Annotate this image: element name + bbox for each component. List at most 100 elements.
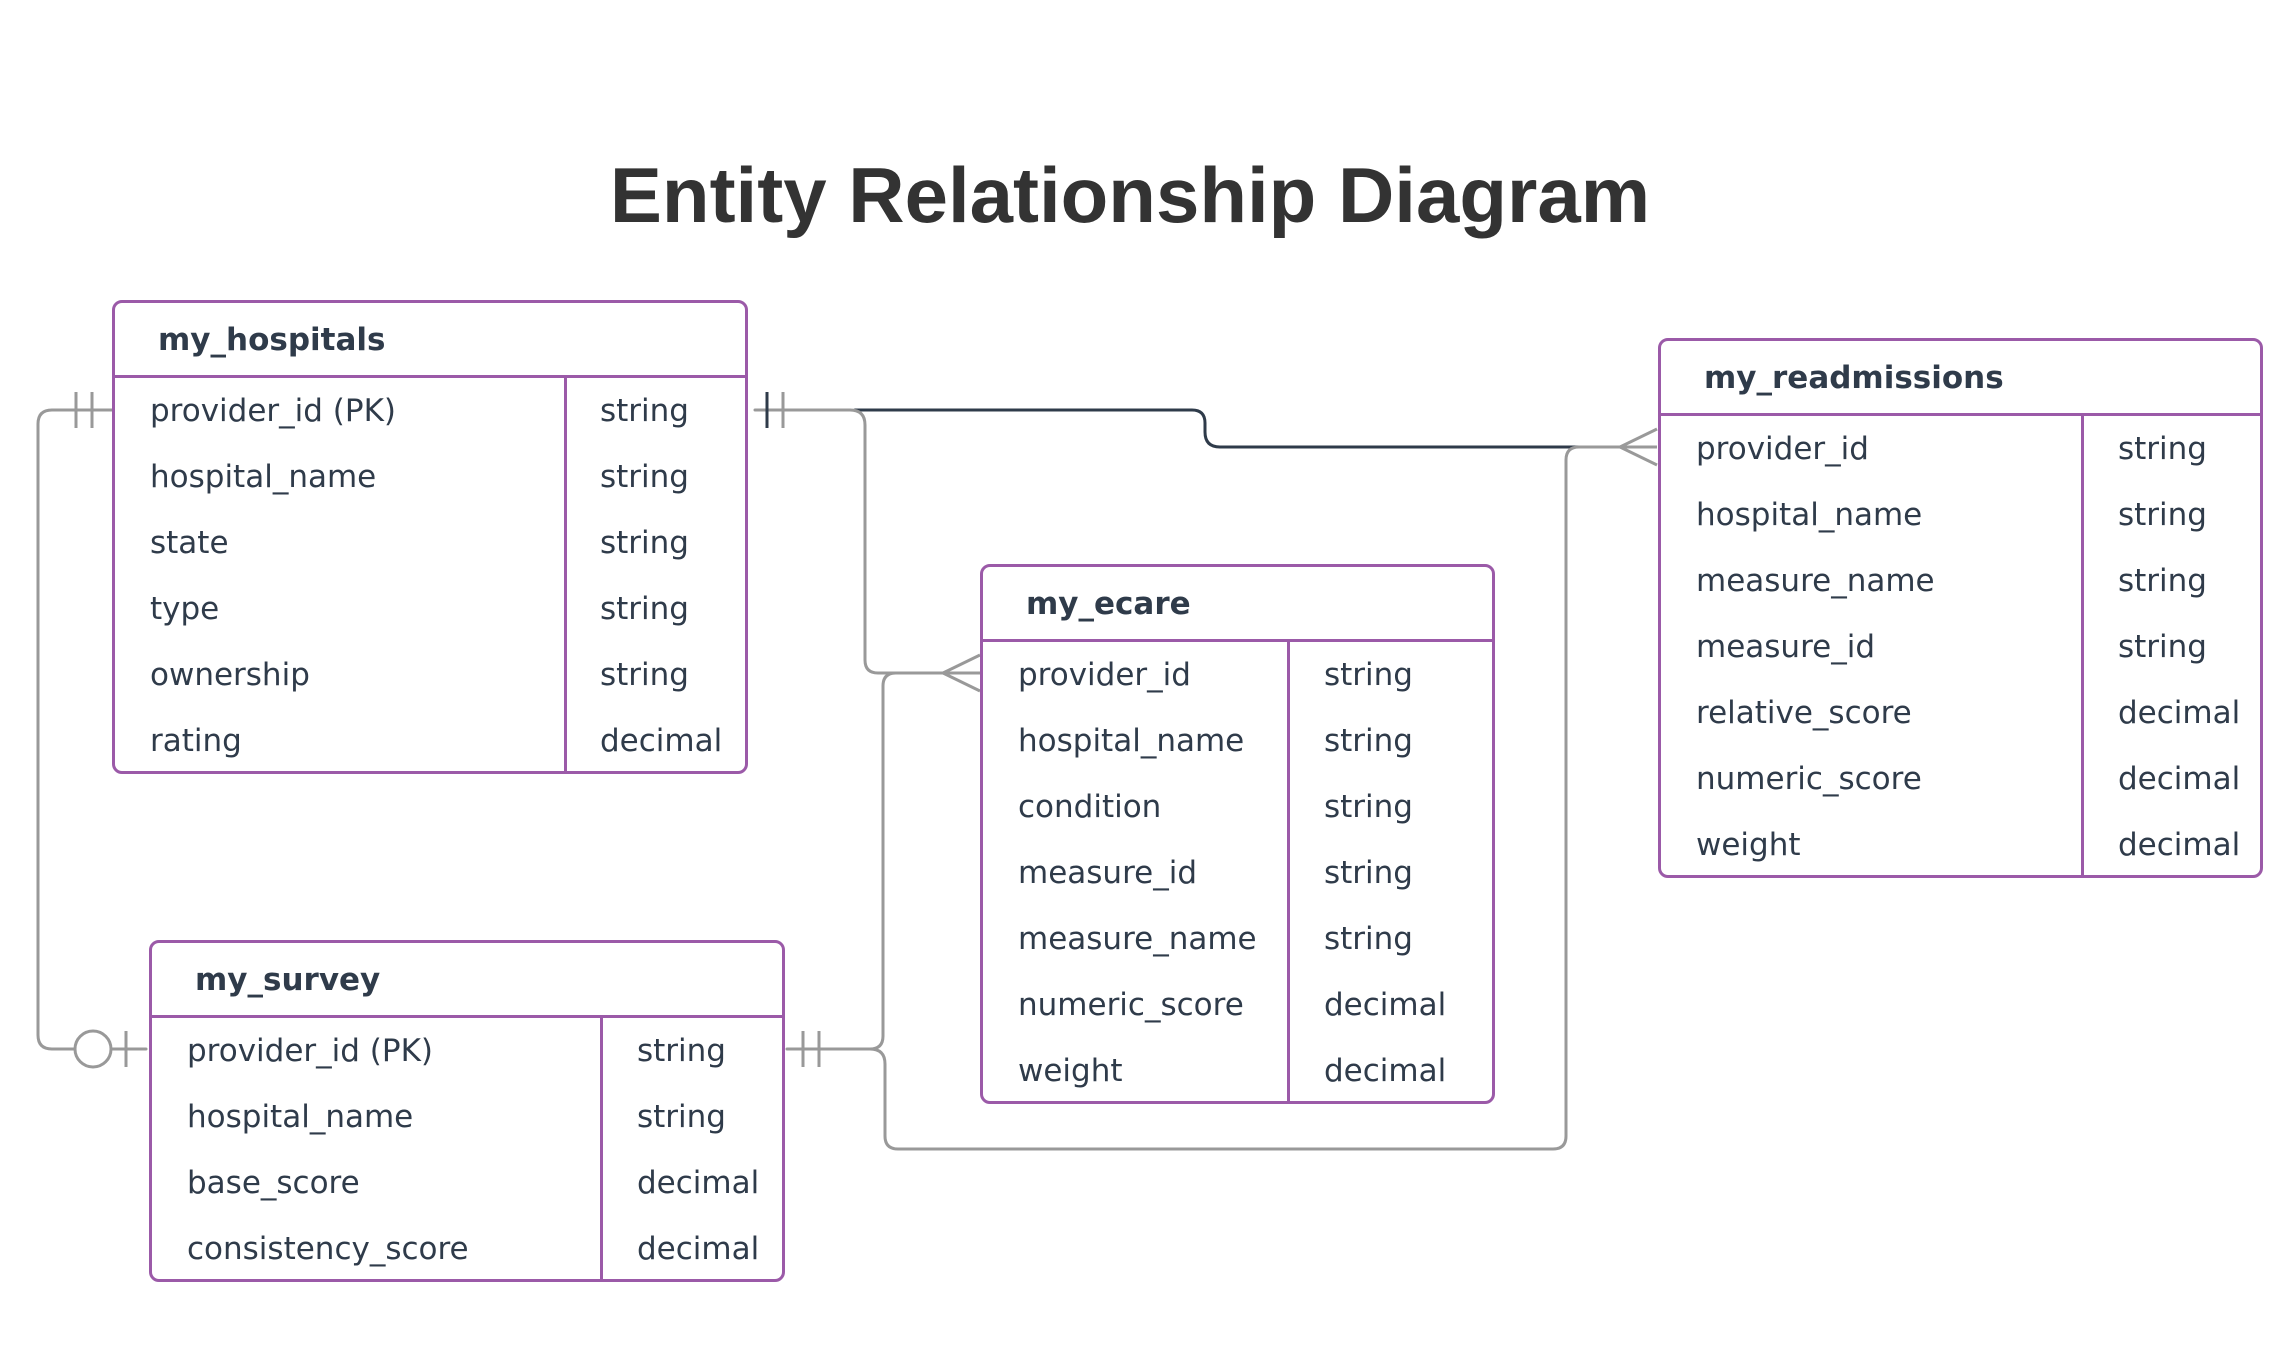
relation-hospitals-ecare[interactable] bbox=[753, 408, 982, 675]
field-type: string bbox=[2118, 629, 2207, 665]
field-row: base_score decimal bbox=[152, 1150, 782, 1216]
field-row: type string bbox=[115, 576, 745, 642]
entity-header: my_hospitals bbox=[115, 303, 745, 378]
card-hospitals-survey-one-icon bbox=[74, 392, 94, 428]
field-name: state bbox=[150, 525, 229, 561]
field-name: ownership bbox=[150, 657, 310, 693]
field-row: hospital_name string bbox=[1661, 482, 2260, 548]
field-name: measure_name bbox=[1018, 921, 1257, 957]
field-name: measure_id bbox=[1696, 629, 1875, 665]
field-row: measure_name string bbox=[1661, 548, 2260, 614]
field-type: string bbox=[2118, 563, 2207, 599]
field-type: string bbox=[637, 1033, 726, 1069]
field-row: numeric_score decimal bbox=[1661, 746, 2260, 812]
field-row: provider_id (PK) string bbox=[152, 1018, 782, 1084]
field-name: hospital_name bbox=[1018, 723, 1245, 759]
field-name: measure_id bbox=[1018, 855, 1197, 891]
field-type: string bbox=[2118, 497, 2207, 533]
field-type: string bbox=[600, 657, 689, 693]
field-type: decimal bbox=[1324, 987, 1447, 1023]
relation-hospitals-survey[interactable] bbox=[36, 408, 148, 1051]
field-name: numeric_score bbox=[1018, 987, 1244, 1023]
field-row: weight decimal bbox=[1661, 812, 2260, 878]
entity-my-hospitals[interactable]: my_hospitals provider_id (PK) string hos… bbox=[112, 300, 748, 774]
relation-survey-ecare[interactable] bbox=[785, 671, 942, 1051]
field-name: provider_id bbox=[1018, 657, 1191, 693]
field-row: rating decimal bbox=[115, 708, 745, 774]
entity-my-survey[interactable]: my_survey provider_id (PK) string hospit… bbox=[149, 940, 785, 1282]
column-divider bbox=[564, 378, 567, 774]
field-row: condition string bbox=[983, 774, 1492, 840]
relation-hospitals-readmissions[interactable] bbox=[853, 408, 1657, 449]
field-row: provider_id string bbox=[1661, 416, 2260, 482]
field-name: weight bbox=[1696, 827, 1801, 863]
field-row: hospital_name string bbox=[983, 708, 1492, 774]
field-row: consistency_score decimal bbox=[152, 1216, 782, 1282]
field-name: hospital_name bbox=[1696, 497, 1923, 533]
field-name: provider_id (PK) bbox=[150, 393, 397, 429]
field-row: provider_id string bbox=[983, 642, 1492, 708]
field-name: rating bbox=[150, 723, 242, 759]
field-type: decimal bbox=[2118, 695, 2241, 731]
field-name: type bbox=[150, 591, 220, 627]
entity-fields: provider_id string hospital_name string … bbox=[1661, 416, 2260, 878]
field-type: decimal bbox=[2118, 761, 2241, 797]
field-type: string bbox=[1324, 855, 1413, 891]
card-survey-right-one-icon bbox=[801, 1031, 821, 1067]
field-row: state string bbox=[115, 510, 745, 576]
field-row: weight decimal bbox=[983, 1038, 1492, 1104]
entity-header: my_ecare bbox=[983, 567, 1492, 642]
card-survey-zero-or-one-icon bbox=[73, 1029, 128, 1069]
relation-survey-readmissions[interactable] bbox=[868, 445, 1657, 1151]
entity-fields: provider_id (PK) string hospital_name st… bbox=[115, 378, 745, 774]
field-name: provider_id bbox=[1696, 431, 1869, 467]
field-type: string bbox=[600, 591, 689, 627]
field-type: string bbox=[2118, 431, 2207, 467]
field-type: decimal bbox=[1324, 1053, 1447, 1089]
field-type: decimal bbox=[637, 1165, 760, 1201]
field-name: hospital_name bbox=[150, 459, 377, 495]
entity-my-readmissions[interactable]: my_readmissions provider_id string hospi… bbox=[1658, 338, 2263, 878]
card-ecare-many-icon bbox=[942, 653, 981, 693]
entity-my-ecare[interactable]: my_ecare provider_id string hospital_nam… bbox=[980, 564, 1495, 1104]
column-divider bbox=[2081, 416, 2084, 878]
field-name: weight bbox=[1018, 1053, 1123, 1089]
field-row: measure_name string bbox=[983, 906, 1492, 972]
field-row: measure_id string bbox=[983, 840, 1492, 906]
field-row: ownership string bbox=[115, 642, 745, 708]
field-name: condition bbox=[1018, 789, 1162, 825]
field-name: relative_score bbox=[1696, 695, 1912, 731]
field-type: string bbox=[1324, 789, 1413, 825]
field-row: hospital_name string bbox=[152, 1084, 782, 1150]
field-name: hospital_name bbox=[187, 1099, 414, 1135]
field-type: decimal bbox=[600, 723, 723, 759]
field-name: base_score bbox=[187, 1165, 360, 1201]
field-type: decimal bbox=[2118, 827, 2241, 863]
entity-header: my_readmissions bbox=[1661, 341, 2260, 416]
column-divider bbox=[1287, 642, 1290, 1104]
card-hospitals-right-one-icon bbox=[765, 392, 785, 428]
entity-fields: provider_id (PK) string hospital_name st… bbox=[152, 1018, 782, 1282]
field-type: string bbox=[600, 393, 689, 429]
column-divider bbox=[600, 1018, 603, 1282]
field-type: string bbox=[600, 459, 689, 495]
field-name: provider_id (PK) bbox=[187, 1033, 434, 1069]
field-row: measure_id string bbox=[1661, 614, 2260, 680]
field-type: string bbox=[637, 1099, 726, 1135]
field-row: provider_id (PK) string bbox=[115, 378, 745, 444]
diagram-title: Entity Relationship Diagram bbox=[609, 151, 1651, 239]
field-row: relative_score decimal bbox=[1661, 680, 2260, 746]
entity-header: my_survey bbox=[152, 943, 782, 1018]
field-type: string bbox=[600, 525, 689, 561]
field-type: string bbox=[1324, 921, 1413, 957]
field-type: string bbox=[1324, 723, 1413, 759]
field-type: decimal bbox=[637, 1231, 760, 1267]
field-name: consistency_score bbox=[187, 1231, 469, 1267]
entity-fields: provider_id string hospital_name string … bbox=[983, 642, 1492, 1104]
field-name: measure_name bbox=[1696, 563, 1935, 599]
field-name: numeric_score bbox=[1696, 761, 1922, 797]
field-row: numeric_score decimal bbox=[983, 972, 1492, 1038]
field-row: hospital_name string bbox=[115, 444, 745, 510]
field-type: string bbox=[1324, 657, 1413, 693]
